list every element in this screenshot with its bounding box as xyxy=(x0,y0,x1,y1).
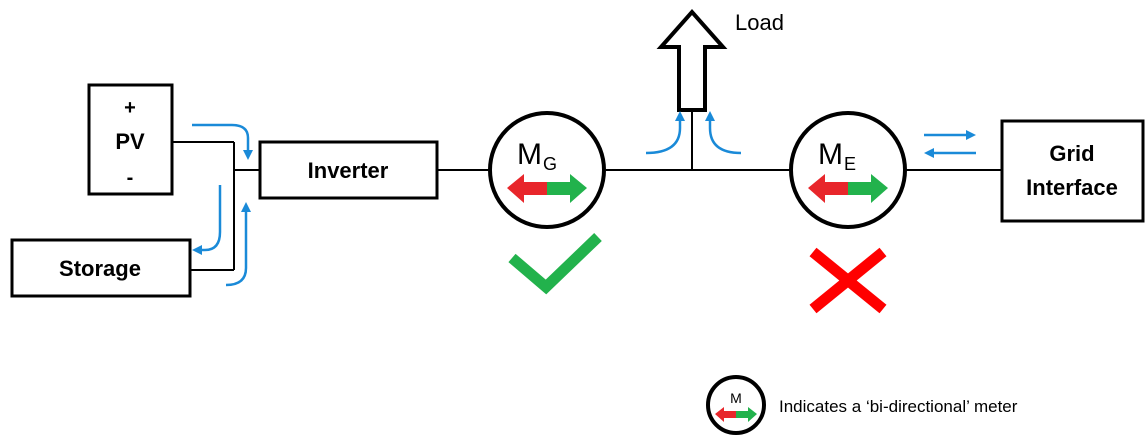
flow-arrows xyxy=(192,111,976,287)
flow-to-storage-arrow-icon xyxy=(192,185,222,255)
grid-interface-box: Grid Interface xyxy=(1000,119,1145,223)
meter-e-sub: E xyxy=(844,154,856,174)
flow-pv-to-bus-arrow-icon xyxy=(192,123,253,160)
flow-load-left-arrow-icon xyxy=(645,111,685,155)
meter-g-sub: G xyxy=(543,154,557,174)
meter-g-red-arrow-icon xyxy=(507,174,547,203)
storage-box: Storage xyxy=(10,238,192,298)
legend-meter-symbol: M xyxy=(730,390,742,406)
inverter-box: Inverter xyxy=(258,140,439,200)
pv-box: + PV - xyxy=(87,83,174,196)
meter-e-main: M xyxy=(818,138,843,171)
meter-e: M E xyxy=(789,111,907,229)
grid-label-line1: Grid xyxy=(1049,141,1094,166)
cross-icon xyxy=(809,247,887,314)
storage-label: Storage xyxy=(59,256,141,281)
legend-text: Indicates a ‘bi-directional’ meter xyxy=(779,397,1018,416)
pv-plus: + xyxy=(124,97,136,119)
legend: M Indicates a ‘bi-directional’ meter xyxy=(706,375,1018,435)
meter-g: M G xyxy=(488,111,606,229)
flow-from-storage-arrow-icon xyxy=(225,202,251,287)
wiring xyxy=(172,110,1002,271)
flow-load-right-arrow-icon xyxy=(705,111,742,155)
pv-minus: - xyxy=(127,167,134,189)
meter-g-main: M xyxy=(517,138,542,171)
legend-meter-icon: M xyxy=(706,375,766,435)
load-arrow-icon xyxy=(656,8,728,112)
pv-label: PV xyxy=(115,129,145,154)
meter-g-green-arrow-icon xyxy=(547,174,587,203)
meter-e-green-arrow-icon xyxy=(848,174,888,203)
meter-e-red-arrow-icon xyxy=(808,174,848,203)
inverter-label: Inverter xyxy=(308,158,389,183)
load-label: Load xyxy=(735,10,784,35)
check-icon xyxy=(508,233,602,295)
grid-label-line2: Interface xyxy=(1026,175,1118,200)
